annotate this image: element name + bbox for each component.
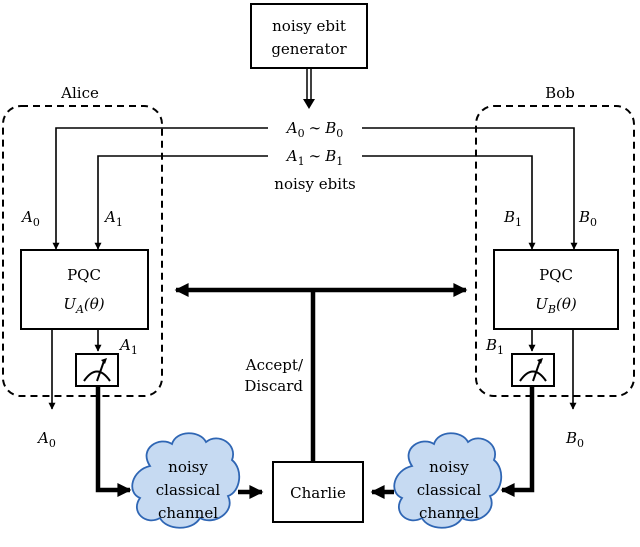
wire-a1-in — [94, 155, 268, 250]
left-channel-line1: noisy — [168, 458, 208, 476]
bob-unitary-label: UB(θ) — [535, 295, 577, 316]
wire-a0-in — [52, 127, 268, 250]
label-b0-input: B0 — [578, 208, 597, 229]
alice-meter-icon — [75, 353, 119, 387]
wire-b1-in — [362, 155, 536, 250]
alice-unitary-label: UA(θ) — [63, 295, 104, 316]
bob-label: Bob — [545, 84, 575, 102]
left-noisy-channel-cloud: noisy classical channel — [131, 432, 241, 529]
label-b1-measured: B1 — [485, 336, 504, 357]
generator-label-line1: noisy ebit — [272, 17, 346, 35]
alice-region — [2, 105, 163, 397]
right-channel-line3: channel — [419, 504, 479, 522]
bob-region — [475, 105, 635, 397]
generator-label-line2: generator — [271, 40, 347, 58]
label-a1-measured: A1 — [118, 336, 138, 357]
classical-wire-alice — [95, 386, 132, 497]
right-noisy-channel-cloud: noisy classical channel — [393, 432, 503, 529]
bob-meter-icon — [511, 353, 555, 387]
ebit-pair-0-label: A0∼B0 — [285, 119, 343, 140]
right-channel-line2: classical — [417, 481, 482, 499]
decision-label-line1: Accept/ — [245, 356, 304, 374]
noisy-ebits-caption: noisy ebits — [274, 175, 355, 193]
alice-label: Alice — [60, 84, 99, 102]
label-b0-output: B0 — [565, 429, 584, 450]
ebit-generator-box: noisy ebit generator — [250, 3, 368, 69]
wire-b0-in — [362, 127, 578, 250]
alice-pqc-box: PQC UA(θ) — [20, 249, 149, 330]
alice-pqc-label: PQC — [67, 266, 101, 284]
label-a0-output: A0 — [36, 429, 56, 450]
charlie-box: Charlie — [272, 461, 364, 523]
ebit-pair-1-label: A1∼B1 — [285, 147, 343, 168]
charlie-label: Charlie — [290, 484, 346, 502]
label-a0-input: A0 — [20, 208, 40, 229]
classical-wire-bob — [500, 386, 535, 497]
left-channel-line2: classical — [156, 481, 221, 499]
left-channel-line3: channel — [158, 504, 218, 522]
decision-label-line2: Discard — [244, 377, 303, 395]
label-a1-input: A1 — [103, 208, 123, 229]
bob-pqc-box: PQC UB(θ) — [493, 249, 619, 330]
label-b1-input: B1 — [503, 208, 522, 229]
generator-output-arrow — [303, 68, 315, 109]
right-channel-line1: noisy — [429, 458, 469, 476]
bob-pqc-label: PQC — [539, 266, 573, 284]
